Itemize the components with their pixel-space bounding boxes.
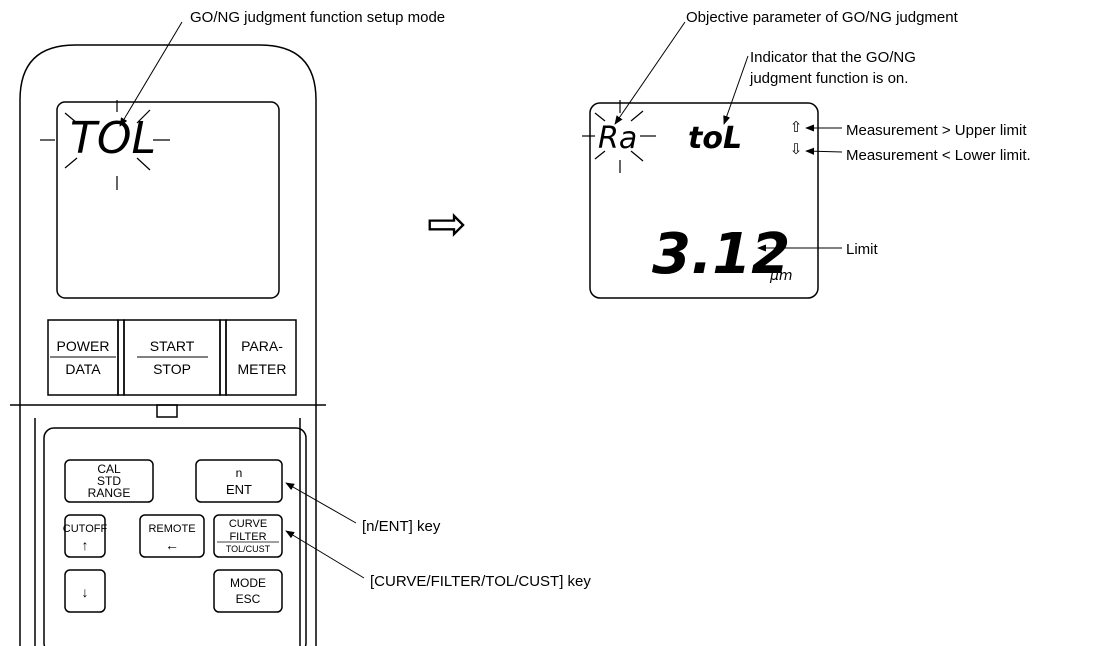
transition-arrow-icon: ⇨ [427,198,467,251]
esc-label: ESC [236,592,261,606]
n-ent-key[interactable] [195,459,283,503]
left-arrow-icon: ← [165,537,179,553]
device-blink-rays-icon [40,100,170,190]
down-key[interactable] [64,569,106,613]
n-ent-key-callout: [n/ENT] key [362,518,441,535]
mode-label: MODE [230,576,266,590]
ent-label: ENT [226,482,252,497]
limit-value-text: 3.12 [652,222,790,287]
upper-limit-callout: Measurement > Upper limit [846,122,1027,139]
parameter-key[interactable] [226,320,296,395]
curve-key-leader [285,530,365,579]
power-data-key[interactable] [48,320,118,395]
setup-mode-callout: GO/NG judgment function setup mode [190,9,445,26]
start-stop-key[interactable] [124,320,220,395]
tolcust-label: TOL/CUST [226,544,271,554]
indicator-callout-line2: judgment function is on. [749,70,908,87]
limit-callout: Limit [846,241,879,258]
lower-limit-callout: Measurement < Lower limit. [846,147,1031,164]
param-blink-rays-icon [582,100,656,173]
remote-left-key[interactable] [139,514,205,558]
para-label: PARA- [241,338,283,354]
stop-label: STOP [153,361,191,377]
lower-indicator-icon: ⇩ [790,141,803,158]
result-lcd: Ra toL ⇧ ⇩ 3.12 μm [582,100,819,299]
n-ent-leader [285,482,357,524]
remote-label: REMOTE [148,523,195,535]
param-ra-text: Ra [598,121,637,156]
down-arrow-icon: ↓ [82,584,89,600]
curve-filter-key[interactable] [213,514,283,558]
std-label: STD [97,474,121,488]
indicator-callout-line1: Indicator that the GO/NG [750,49,916,66]
cutoff-up-key[interactable] [64,514,106,558]
start-label: START [150,338,195,354]
tol-indicator-text: toL [688,121,742,156]
filter-label: FILTER [229,531,266,543]
curve-key-callout: [CURVE/FILTER/TOL/CUST] key [370,573,591,590]
curve-label: CURVE [229,518,267,530]
data-label: DATA [65,361,101,377]
upper-indicator-icon: ⇧ [790,119,803,136]
mode-esc-key[interactable] [213,569,283,613]
cal-std-range-key[interactable] [64,459,154,503]
indicator-leader [723,55,749,125]
cal-label: CAL [97,462,121,476]
objective-leader [614,21,686,125]
objective-param-callout: Objective parameter of GO/NG judgment [686,9,959,26]
power-label: POWER [57,338,110,354]
unit-text: μm [769,268,793,284]
device-lcd-text: TOL [70,113,156,164]
meter-label: METER [238,361,287,377]
device-body [10,44,326,646]
up-arrow-icon: ↑ [82,537,89,553]
cutoff-label: CUTOFF [63,523,108,535]
setup-mode-leader [119,21,183,127]
top-key-row [47,319,297,396]
device-lcd: TOL [40,100,280,299]
lower-leader [805,147,843,155]
range-label: RANGE [88,486,131,500]
n-label: n [236,466,243,480]
